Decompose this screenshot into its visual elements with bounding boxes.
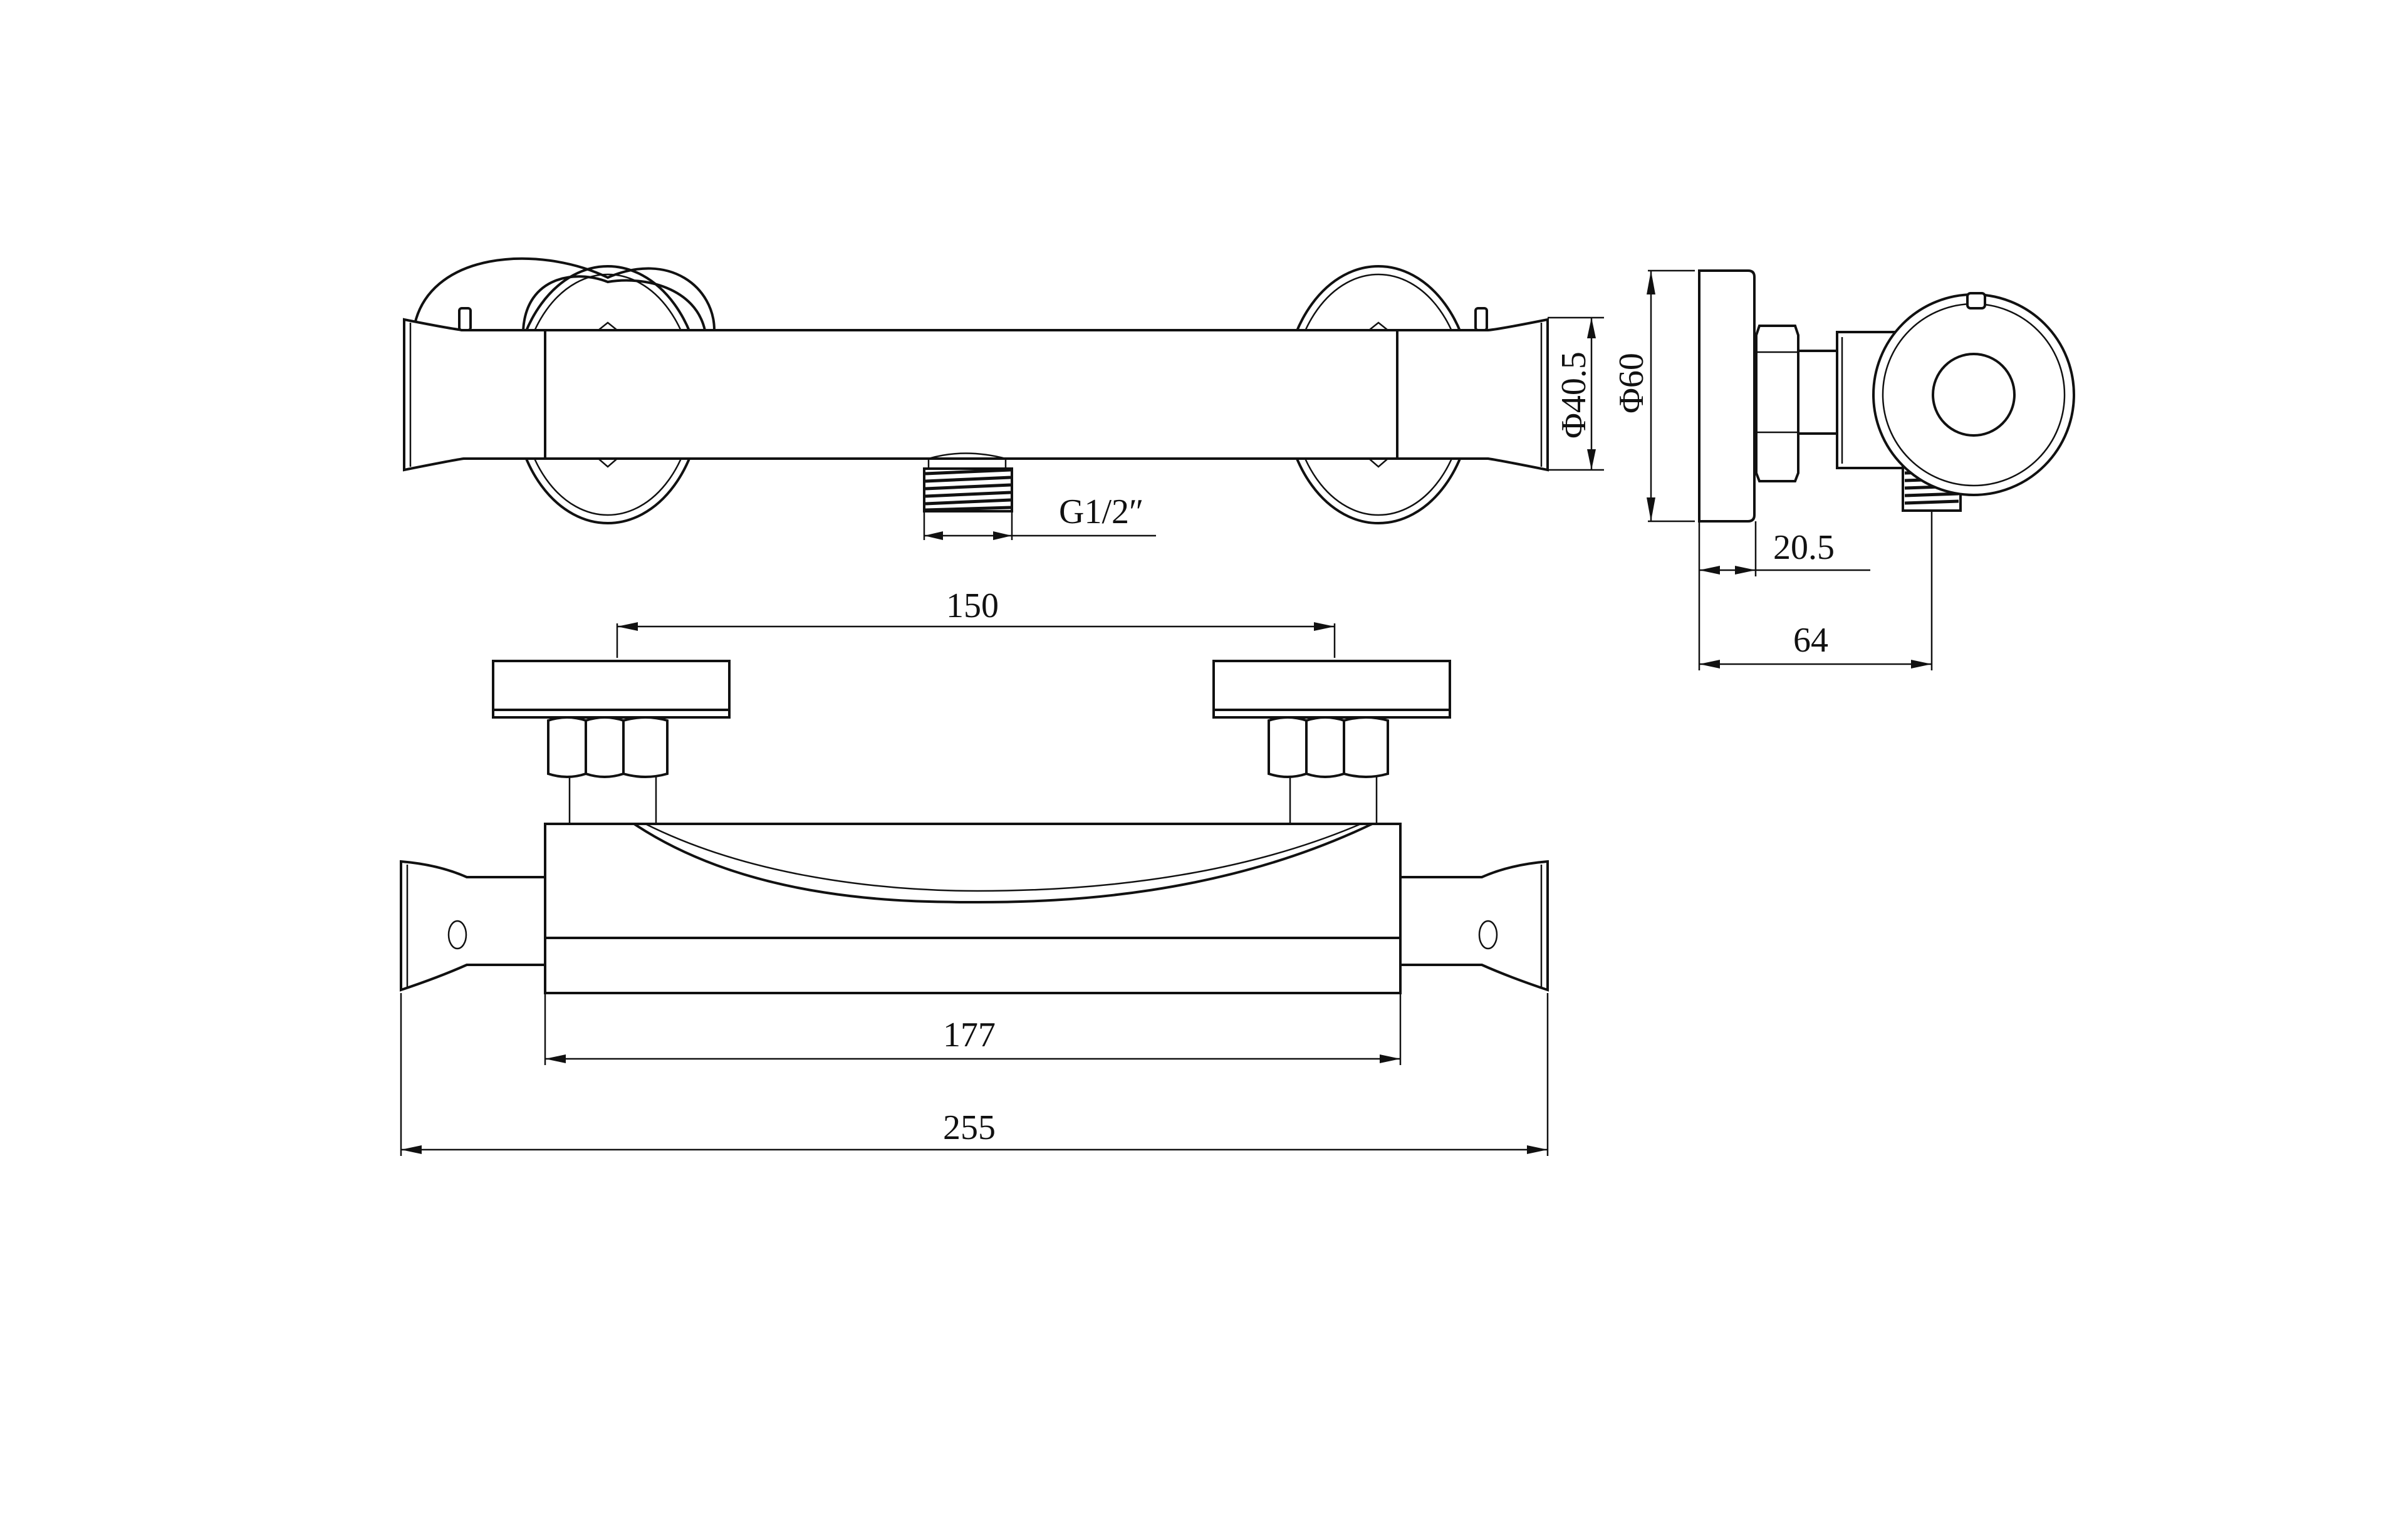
dimension-projection: 64 (1699, 511, 1933, 670)
body-circle-side (1872, 293, 2075, 496)
projection-label: 64 (1793, 621, 1828, 660)
top-view: G1/2″ Φ40.5 (403, 257, 1604, 540)
front-view: 150 (400, 586, 1549, 1156)
wall-plate-side (1698, 269, 1756, 523)
wall-plate-right-front (1212, 660, 1451, 719)
dimension-overall-length: 255 (400, 993, 1549, 1156)
dimension-thread: G1/2″ (923, 492, 1156, 540)
dimension-body-length: 177 (544, 993, 1402, 1065)
knob-side (1966, 292, 1986, 310)
overall-length-label: 255 (943, 1108, 996, 1147)
hex-nut-left-front (547, 716, 669, 824)
connector-pipe-side (1797, 350, 1838, 435)
body-diameter-label: Φ40.5 (1555, 351, 1593, 439)
left-end-front (400, 860, 546, 992)
wall-plate-left-front (492, 660, 731, 719)
knob-right (1474, 307, 1488, 331)
left-end-cap (403, 318, 546, 472)
side-view: Φ60 20.5 64 (1612, 269, 2075, 670)
outlet-bore (1932, 353, 2016, 437)
dimension-plate-diameter: Φ60 (1612, 269, 1695, 523)
right-end-cap (1396, 318, 1549, 472)
dimension-body-diameter: Φ40.5 (1548, 316, 1604, 471)
plate-depth-label: 20.5 (1773, 528, 1835, 567)
thread-outlet-top-view (923, 452, 1013, 512)
hex-nut-side (1755, 325, 1799, 482)
plate-diameter-label: Φ60 (1612, 353, 1651, 414)
hex-nut-right-front (1268, 716, 1389, 824)
dimension-center-distance: 150 (616, 586, 1336, 658)
dimension-plate-depth: 20.5 (1698, 521, 1870, 670)
center-distance-label: 150 (946, 586, 999, 625)
fixing-hole-left (447, 920, 467, 950)
right-end-front (1399, 860, 1549, 992)
body-length-label: 177 (943, 1016, 996, 1054)
wall-plate-left-top (412, 257, 716, 331)
fixing-hole-right (1478, 920, 1498, 950)
main-body-front (544, 823, 1402, 994)
thread-size-label: G1/2″ (1059, 492, 1143, 531)
knob-left (458, 307, 472, 331)
